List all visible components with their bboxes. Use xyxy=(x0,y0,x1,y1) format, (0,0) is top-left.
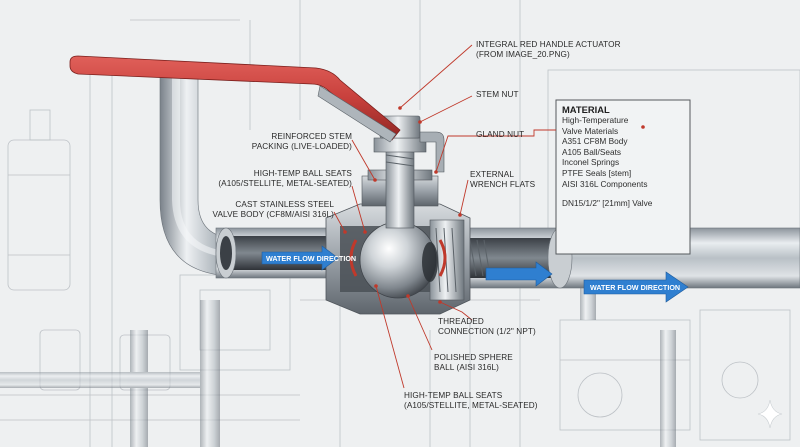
flow-arrow-right xyxy=(583,271,689,303)
material-box-frame xyxy=(555,99,691,255)
material-item: PTFE Seals [stem] xyxy=(562,167,632,178)
flow-label-right: WATER FLOW DIRECTION xyxy=(590,283,681,292)
label-ball-seats-top: HIGH-TEMP BALL SEATS(A105/STELLITE, META… xyxy=(218,169,352,188)
material-box: MATERIAL High-Temperature Valve Material… xyxy=(562,104,684,250)
label-handle-actuator: INTEGRAL RED HANDLE ACTUATOR(FROM IMAGE_… xyxy=(476,40,621,59)
background-pipes xyxy=(0,250,676,447)
material-item: Inconel Springs xyxy=(562,157,620,168)
material-item: A105 Ball/Seats xyxy=(562,146,622,157)
material-item: AISI 316L Components xyxy=(562,178,648,189)
leader-dots xyxy=(343,106,645,304)
material-item: Valve Materials xyxy=(562,125,619,136)
leader-lines xyxy=(333,44,556,389)
flow-label-left: WATER FLOW DIRECTION xyxy=(266,254,357,263)
red-handle xyxy=(69,55,401,143)
label-ball-seats-bottom: HIGH-TEMP BALL SEATS(A105/STELLITE, META… xyxy=(404,391,538,410)
flow-arrow-left xyxy=(261,245,339,271)
material-item: High-Temperature xyxy=(562,115,629,125)
material-size: DN15/1/2" [21mm] Valve xyxy=(562,198,653,209)
label-gland-nut: GLAND NUT xyxy=(476,130,525,139)
flow-arrow-mid xyxy=(485,261,553,287)
material-title: MATERIAL xyxy=(562,104,610,115)
material-item: A351 CF8M Body xyxy=(562,136,628,147)
label-stem-nut: STEM NUT xyxy=(476,90,519,99)
sparkle-icon xyxy=(757,399,783,429)
